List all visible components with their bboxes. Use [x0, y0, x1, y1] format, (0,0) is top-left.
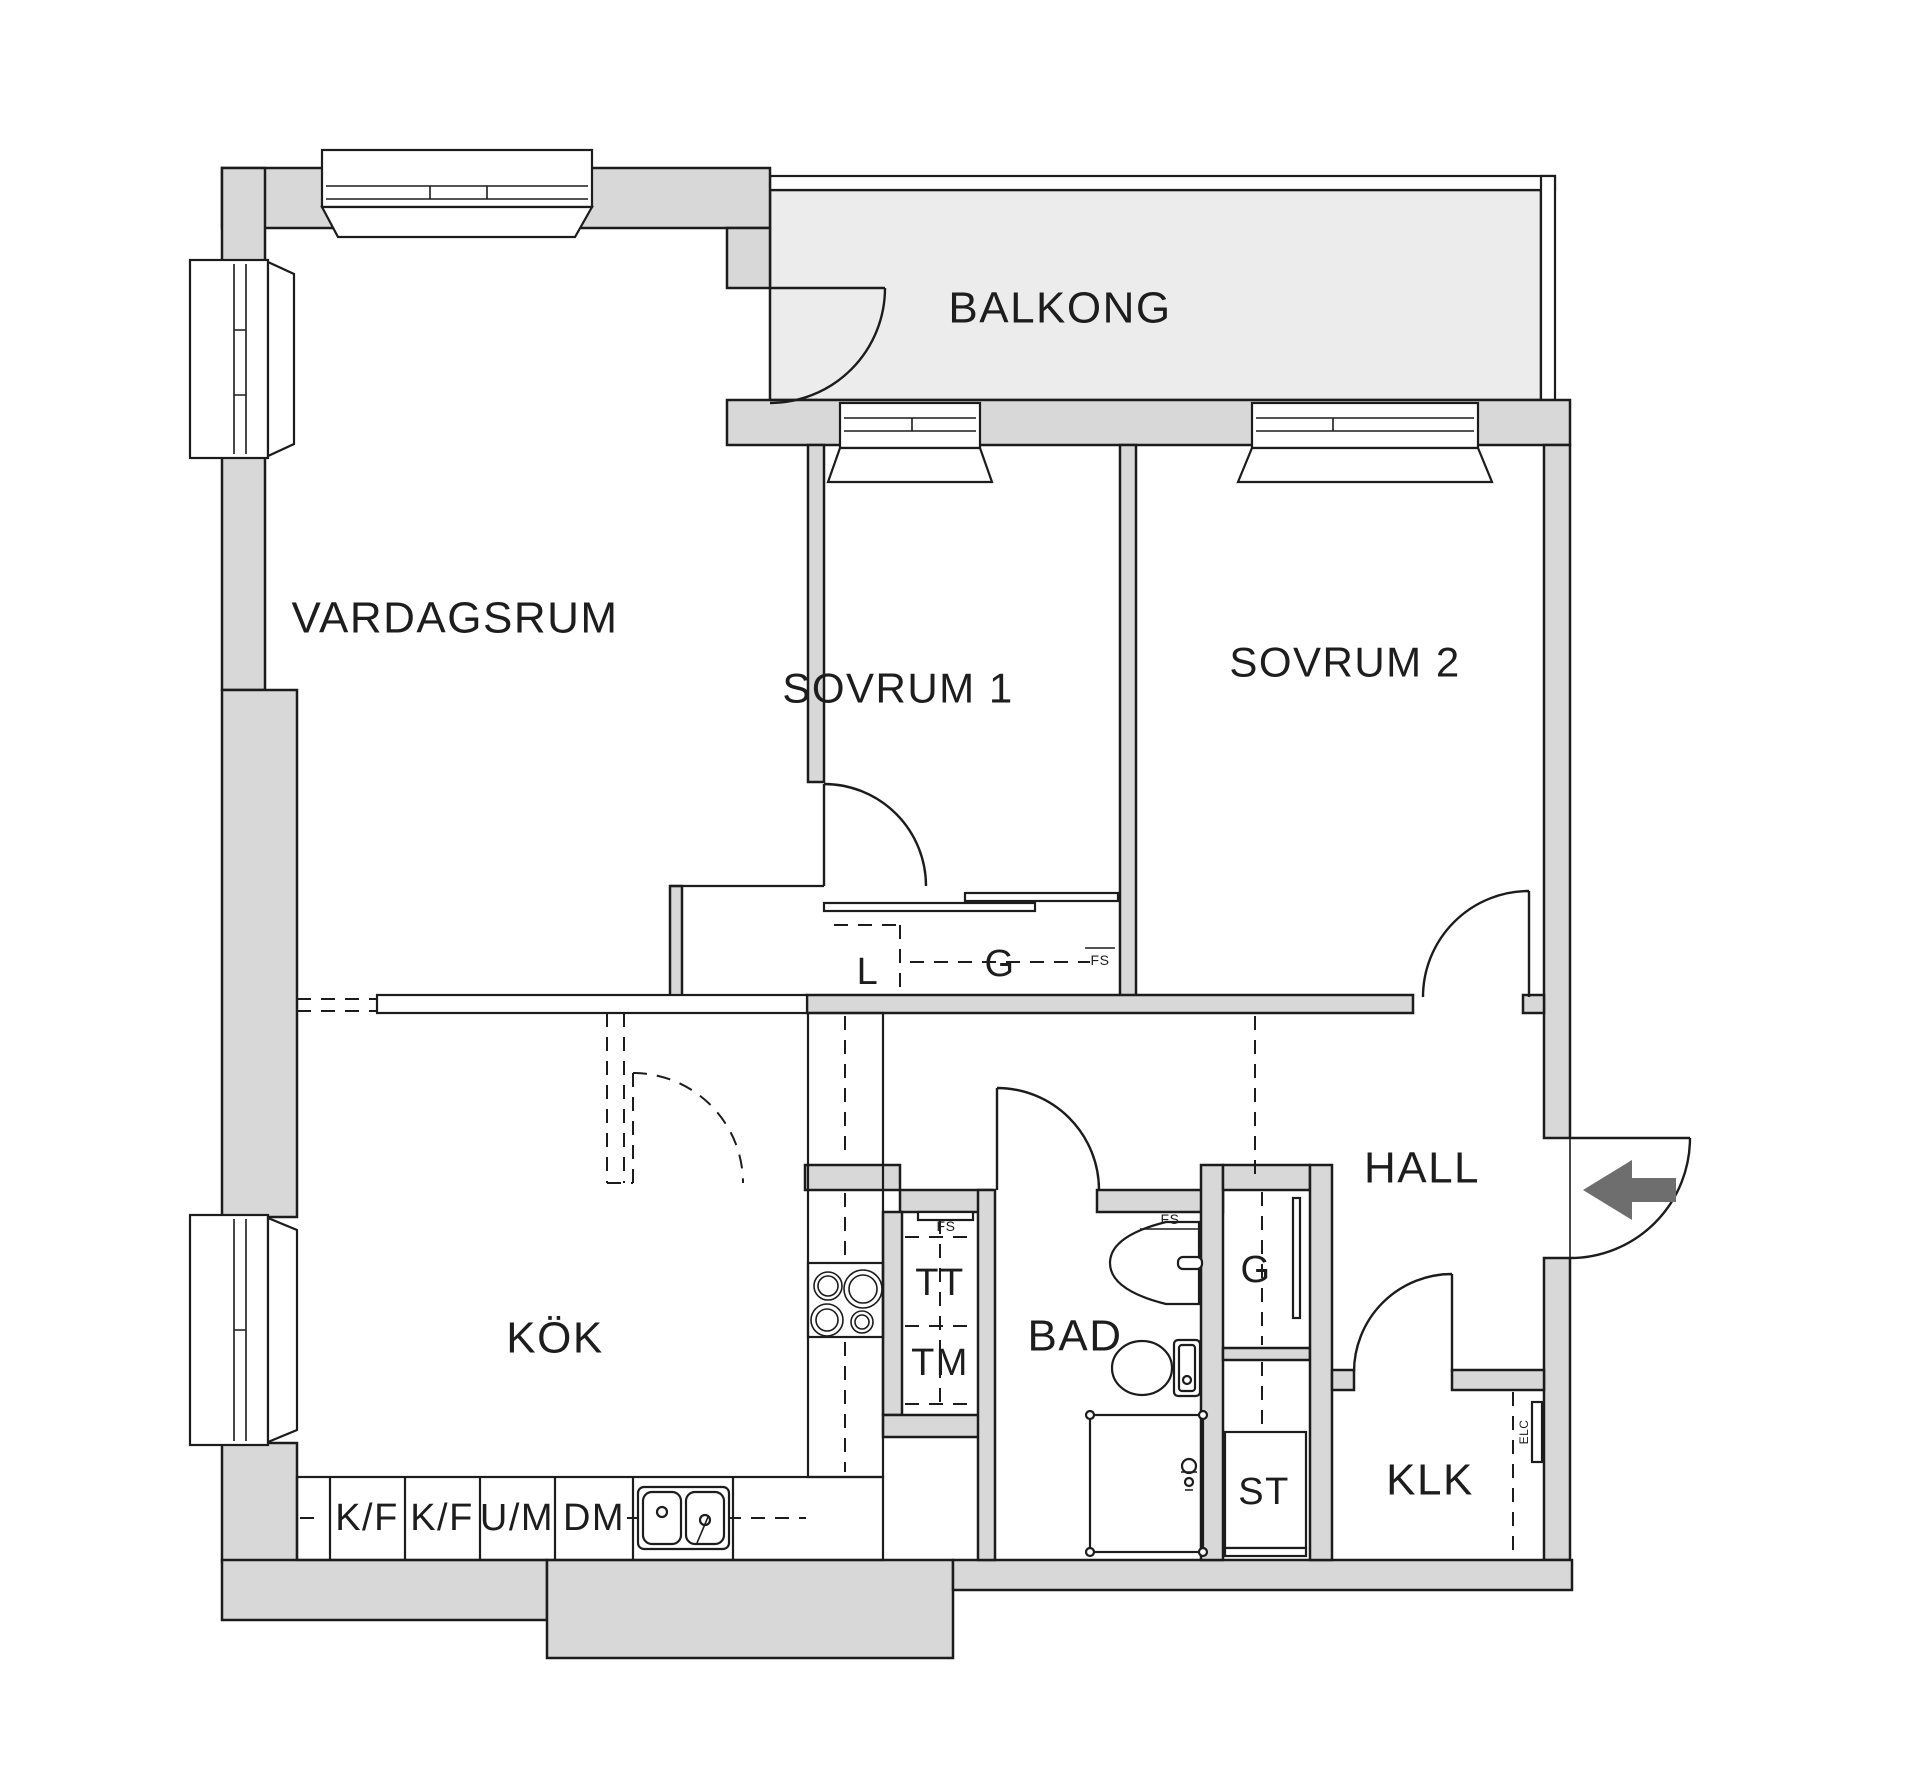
wall-bottom-left	[220, 1558, 549, 1622]
kitchen-unit-labels: K/F K/F U/M DM	[335, 1497, 625, 1539]
windows	[188, 148, 1494, 1447]
tiny-labels: FS FS FS ELC	[937, 947, 1531, 1445]
door-sovrum2	[1421, 889, 1531, 998]
label-hall: HALL	[1364, 1144, 1480, 1193]
wall-sovrum2-bottom-right	[1521, 993, 1546, 1015]
door-bad	[995, 1086, 1101, 1191]
wall-hall-closet-bottom	[1221, 1346, 1312, 1362]
balcony-rail-right	[1539, 174, 1557, 402]
toilet	[1110, 1338, 1202, 1398]
wall-closet-bottom	[805, 993, 1415, 1015]
label-sovrum1: SOVRUM 1	[782, 665, 1013, 712]
label-oven-microwave: U/M	[480, 1497, 554, 1539]
wall-kok-band	[803, 1163, 902, 1192]
room-labels: BALKONG VARDAGSRUM SOVRUM 1 SOVRUM 2 HAL…	[291, 284, 1480, 1505]
label-washer: TM	[911, 1342, 969, 1384]
door-klk	[1352, 1272, 1454, 1373]
window-kok-left	[188, 1213, 299, 1447]
laundry-niche	[901, 1210, 979, 1416]
label-electrical-cabinet: ELC	[1517, 1420, 1531, 1445]
wall-bad-left	[976, 1188, 997, 1562]
shower	[1084, 1409, 1209, 1558]
bathroom-fixtures	[1084, 1220, 1209, 1558]
label-dishwasher: DM	[563, 1497, 625, 1539]
label-balkong: BALKONG	[948, 284, 1171, 333]
label-fridge-freezer-2: K/F	[410, 1497, 474, 1539]
label-bad: BAD	[1028, 1312, 1123, 1361]
wall-klk-top-left	[1330, 1368, 1356, 1392]
wall-laundry-left	[881, 1210, 904, 1417]
wall-bad-right	[1199, 1163, 1225, 1562]
label-vardagsrum: VARDAGSRUM	[291, 594, 618, 643]
doors	[769, 286, 1692, 1373]
window-vardagsrum-left	[188, 258, 296, 460]
wall-left-3	[220, 688, 299, 1219]
kitchen-sink	[636, 1485, 731, 1551]
wall-closets-klk	[1308, 1163, 1334, 1562]
washbasin	[1108, 1220, 1204, 1306]
label-fs-bath: FS	[1161, 1211, 1180, 1227]
wall-kok-partition	[375, 993, 809, 1015]
label-kok: KÖK	[506, 1314, 603, 1363]
hall-details	[1223, 1016, 1544, 1558]
label-linen-closet: L	[857, 951, 880, 993]
wall-laundry-bottom	[881, 1413, 994, 1439]
wall-left-2	[220, 453, 267, 692]
wall-left-1	[220, 166, 267, 265]
wall-right-lower	[1542, 1256, 1572, 1562]
label-fs-laundry: FS	[937, 1218, 956, 1234]
wall-right-upper	[1542, 443, 1572, 1140]
balcony-floor	[768, 174, 1557, 402]
wall-bottom-right	[951, 1558, 1574, 1592]
sliding-door-track-1	[822, 901, 1037, 913]
label-wardrobe-bedroom: G	[984, 943, 1015, 985]
window-sovrum2	[1236, 401, 1494, 484]
wall-hall-closet-top	[1221, 1163, 1312, 1192]
window-sovrum1	[826, 401, 994, 484]
wall-balcony-door-column	[725, 226, 772, 290]
window-vardagsrum-top	[320, 148, 594, 239]
label-fs-closet: FS	[1091, 952, 1110, 968]
kitchen-counter-row	[295, 1475, 885, 1562]
electrical-cabinet	[1530, 1400, 1544, 1464]
label-wardrobe-hall: G	[1240, 1249, 1271, 1291]
wall-left-4	[220, 1441, 299, 1564]
wall-closet-left	[668, 884, 684, 999]
cleaning-closet-base	[1223, 1546, 1308, 1558]
kitchen-counter-strip	[806, 1011, 885, 1479]
storage-labels: L G G ST TT TM	[857, 943, 1290, 1513]
label-fridge-freezer-1: K/F	[335, 1497, 399, 1539]
laundry-vent	[916, 1210, 975, 1222]
door-entrance	[1569, 1136, 1692, 1260]
hall-wardrobe-door	[1291, 1196, 1302, 1320]
bedroom-closet	[670, 884, 1120, 995]
wall-vardagsrum-sovrum1	[806, 443, 826, 784]
label-dryer: TT	[915, 1262, 964, 1304]
kitchen-counters	[295, 1011, 885, 1562]
label-klk: KLK	[1386, 1456, 1474, 1505]
label-cleaning-closet: ST	[1238, 1471, 1290, 1513]
wall-bottom-middle	[545, 1558, 955, 1660]
kok-dashed-door	[632, 1072, 744, 1184]
label-sovrum2: SOVRUM 2	[1229, 639, 1460, 686]
balcony-rail-top	[768, 174, 1557, 192]
wall-klk-top-right	[1450, 1368, 1546, 1392]
door-balcony	[769, 286, 887, 405]
kok-dashed-opening	[297, 998, 744, 1184]
door-sovrum1	[822, 782, 928, 887]
wall-sovrum1-sovrum2	[1118, 443, 1138, 999]
sliding-door-track-2	[963, 891, 1120, 903]
stove	[806, 1261, 885, 1339]
entrance-arrow-icon	[1583, 1160, 1676, 1220]
